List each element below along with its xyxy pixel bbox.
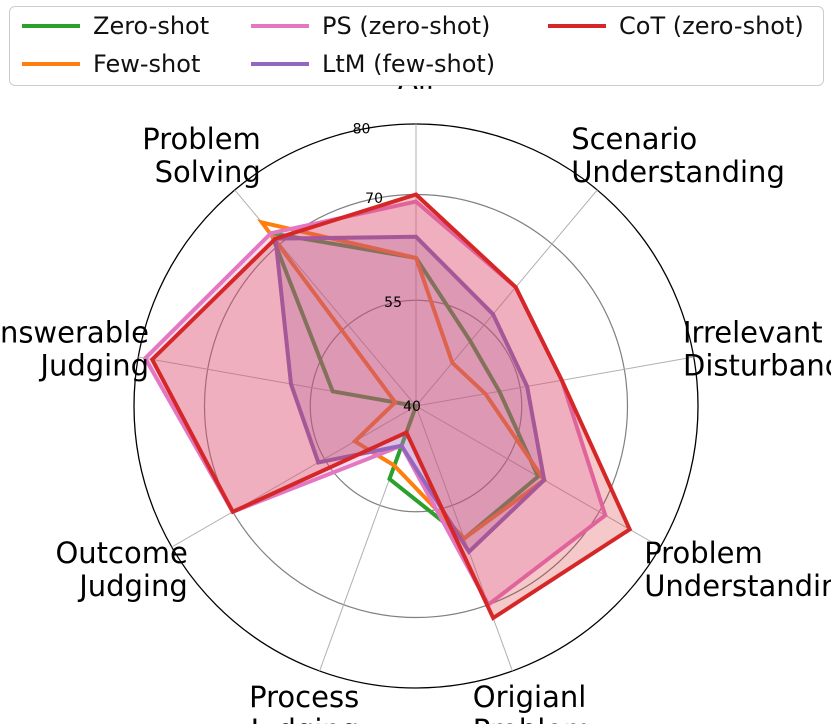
radial-tick-label: 80 [353,122,371,138]
legend-item-ps-zero-shot: PS (zero-shot) [251,11,490,41]
legend-label: LtM (few-shot) [322,50,496,78]
legend-item-zero-shot: Zero-shot [22,11,209,41]
legend-label: Zero-shot [93,12,210,40]
category-label: OrigianlProblem [473,680,592,724]
radar-series [142,192,633,621]
category-label: IrrelevantDisturbance [683,316,831,383]
category-labels: AllScenarioUnderstandingIrrelevantDistur… [0,62,831,724]
category-label: AnswerableJudging [0,316,149,383]
category-label-line: Problem [644,536,763,570]
category-label-line: Solving [155,155,261,189]
spoke-line [415,356,694,407]
legend: Zero-shot Few-shot PS (zero-shot) LtM (f… [9,6,824,86]
radial-tick-label: 40 [403,399,421,415]
radial-tick-labels: 40 55 70 80 [353,122,421,415]
legend-label: Few-shot [93,50,201,78]
category-label-line: Problem [473,713,592,724]
legend-swatch [251,62,309,66]
category-label-line: Scenario [571,122,697,156]
legend-swatch [548,24,606,28]
category-label-line: Judging [249,713,360,724]
series-few-shot [257,219,547,542]
radial-tick-label: 55 [384,295,402,311]
legend-item-cot-zero-shot: CoT (zero-shot) [548,11,804,41]
category-label-line: Outcome [55,536,187,570]
category-label-line: Problem [142,122,261,156]
category-label-line: Process [249,680,359,714]
category-label-line: Judging [38,349,149,383]
legend-swatch [251,24,309,28]
legend-label: CoT (zero-shot) [619,12,804,40]
category-label-line: Disturbance [683,349,831,383]
legend-label: PS (zero-shot) [322,12,491,40]
category-label-line: Judging [77,569,188,603]
category-label-line: Origianl [473,680,586,714]
legend-item-few-shot: Few-shot [22,49,200,79]
legend-swatch [22,62,80,66]
radial-tick-label: 70 [365,191,383,207]
series-zero-shot [267,230,541,542]
category-label-line: Understanding [644,569,831,603]
legend-swatch [22,24,80,28]
legend-item-ltm-few-shot: LtM (few-shot) [251,49,495,79]
category-label: ProblemUnderstanding [644,536,831,603]
spoke-line [415,189,598,407]
category-label-line: Understanding [571,155,785,189]
category-label: ProcessJudging [249,680,360,724]
category-label-line: Irrelevant [683,316,823,350]
series-cot-zero-shot [149,192,633,621]
category-label-line: Answerable [0,316,149,350]
spoke-line [171,405,417,548]
